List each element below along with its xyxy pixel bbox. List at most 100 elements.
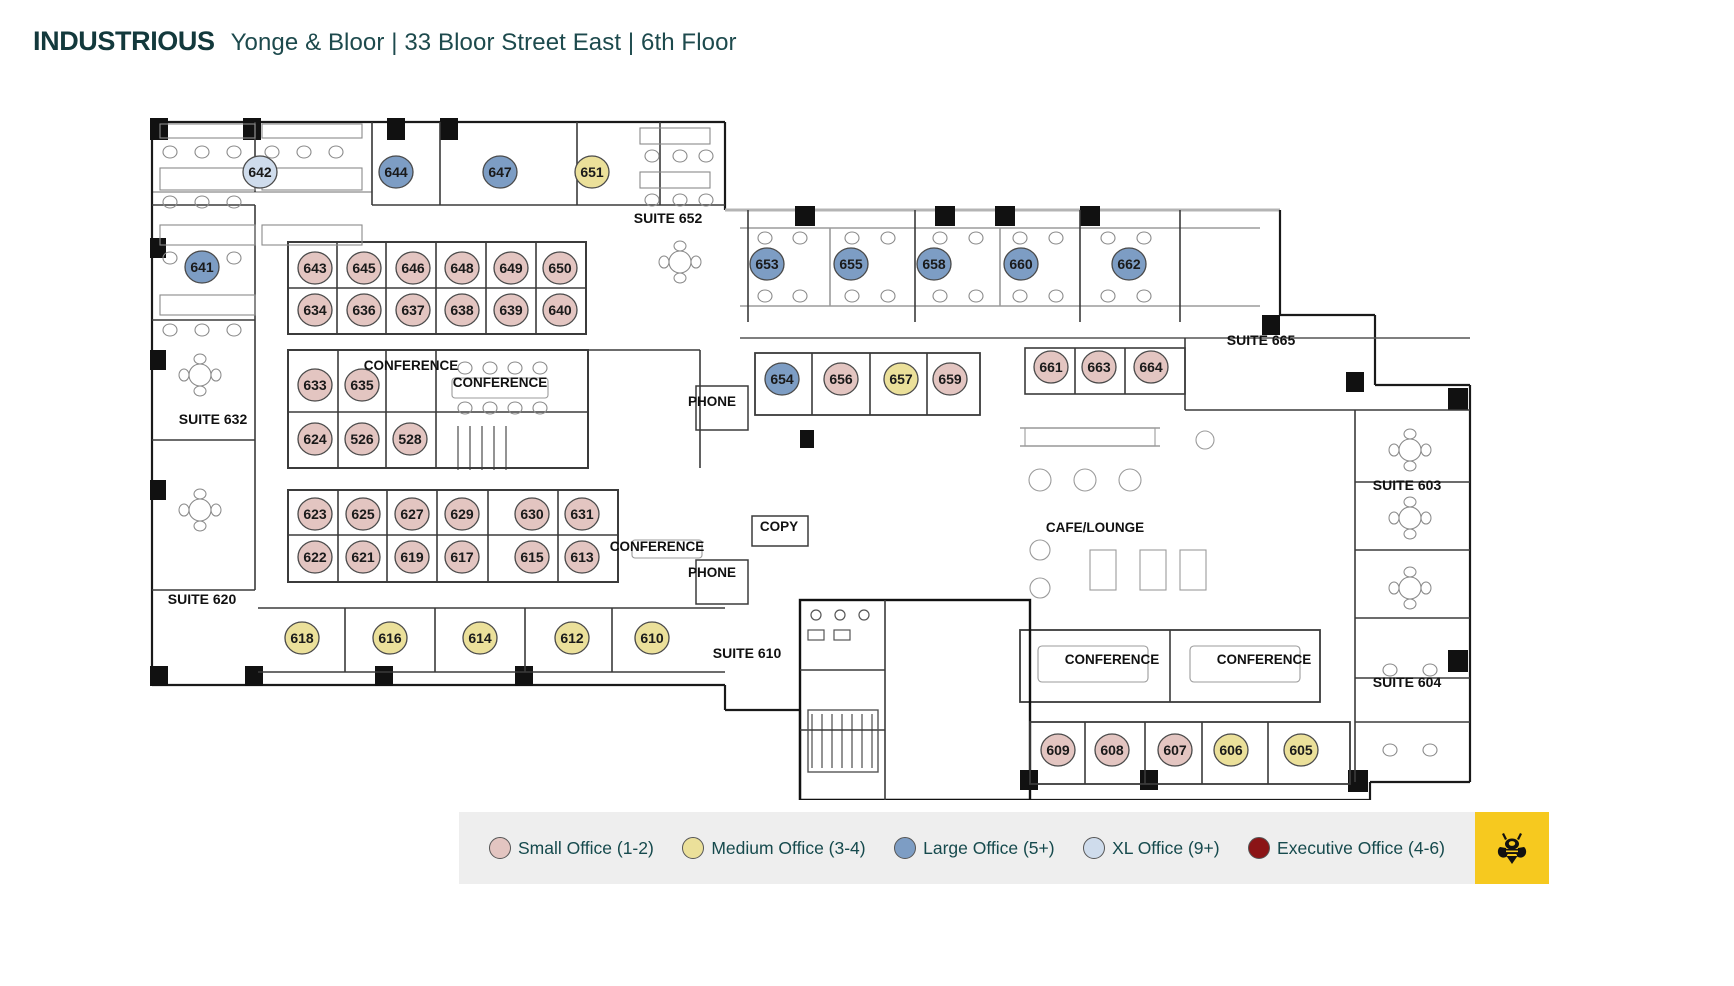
office-circle[interactable]	[346, 251, 382, 285]
office-circle[interactable]	[1133, 350, 1169, 384]
office-circle[interactable]	[764, 362, 800, 396]
office-marker-619[interactable]: 619	[394, 540, 430, 574]
office-marker-616[interactable]: 616	[372, 621, 408, 655]
office-circle[interactable]	[372, 621, 408, 655]
office-circle[interactable]	[1003, 247, 1039, 281]
office-marker-615[interactable]: 615	[514, 540, 550, 574]
office-circle[interactable]	[395, 251, 431, 285]
office-marker-647[interactable]: 647	[482, 155, 518, 189]
office-marker-660[interactable]: 660	[1003, 247, 1039, 281]
office-marker-636[interactable]: 636	[346, 293, 382, 327]
office-circle[interactable]	[932, 362, 968, 396]
office-circle[interactable]	[493, 293, 529, 327]
office-circle[interactable]	[574, 155, 610, 189]
office-marker-608[interactable]: 608	[1094, 733, 1130, 767]
office-circle[interactable]	[833, 247, 869, 281]
office-circle[interactable]	[345, 540, 381, 574]
office-circle[interactable]	[1081, 350, 1117, 384]
office-marker-624[interactable]: 624	[297, 422, 333, 456]
office-marker-528[interactable]: 528	[392, 422, 428, 456]
office-marker-629[interactable]: 629	[444, 497, 480, 531]
office-marker-606[interactable]: 606	[1213, 733, 1249, 767]
office-circle[interactable]	[444, 251, 480, 285]
office-marker-649[interactable]: 649	[493, 251, 529, 285]
legend-item-large[interactable]: Large Office (5+)	[894, 837, 1055, 859]
office-circle[interactable]	[346, 293, 382, 327]
office-circle[interactable]	[444, 540, 480, 574]
office-marker-643[interactable]: 643	[297, 251, 333, 285]
office-circle[interactable]	[564, 540, 600, 574]
office-circle[interactable]	[514, 540, 550, 574]
legend-item-small[interactable]: Small Office (1-2)	[489, 837, 654, 859]
office-marker-613[interactable]: 613	[564, 540, 600, 574]
office-marker-526[interactable]: 526	[344, 422, 380, 456]
office-circle[interactable]	[542, 251, 578, 285]
office-circle[interactable]	[394, 497, 430, 531]
office-circle[interactable]	[823, 362, 859, 396]
office-marker-664[interactable]: 664	[1133, 350, 1169, 384]
office-marker-631[interactable]: 631	[564, 497, 600, 531]
office-marker-633[interactable]: 633	[297, 368, 333, 402]
office-marker-609[interactable]: 609	[1040, 733, 1076, 767]
office-marker-610[interactable]: 610	[634, 621, 670, 655]
office-circle[interactable]	[444, 293, 480, 327]
office-circle[interactable]	[297, 251, 333, 285]
office-marker-623[interactable]: 623	[297, 497, 333, 531]
office-marker-614[interactable]: 614	[462, 621, 498, 655]
office-marker-651[interactable]: 651	[574, 155, 610, 189]
office-marker-637[interactable]: 637	[395, 293, 431, 327]
office-circle[interactable]	[493, 251, 529, 285]
office-circle[interactable]	[345, 497, 381, 531]
office-marker-657[interactable]: 657	[883, 362, 919, 396]
office-marker-662[interactable]: 662	[1111, 247, 1147, 281]
office-circle[interactable]	[392, 422, 428, 456]
office-circle[interactable]	[284, 621, 320, 655]
office-marker-642[interactable]: 642	[242, 155, 278, 189]
office-circle[interactable]	[378, 155, 414, 189]
office-marker-627[interactable]: 627	[394, 497, 430, 531]
office-marker-612[interactable]: 612	[554, 621, 590, 655]
office-marker-635[interactable]: 635	[344, 368, 380, 402]
office-marker-640[interactable]: 640	[542, 293, 578, 327]
office-circle[interactable]	[394, 540, 430, 574]
office-marker-655[interactable]: 655	[833, 247, 869, 281]
office-circle[interactable]	[883, 362, 919, 396]
office-circle[interactable]	[395, 293, 431, 327]
office-circle[interactable]	[564, 497, 600, 531]
office-circle[interactable]	[1213, 733, 1249, 767]
office-circle[interactable]	[297, 293, 333, 327]
office-marker-663[interactable]: 663	[1081, 350, 1117, 384]
office-circle[interactable]	[514, 497, 550, 531]
office-circle[interactable]	[344, 422, 380, 456]
office-marker-644[interactable]: 644	[378, 155, 414, 189]
office-marker-638[interactable]: 638	[444, 293, 480, 327]
office-marker-653[interactable]: 653	[749, 247, 785, 281]
office-marker-634[interactable]: 634	[297, 293, 333, 327]
office-marker-646[interactable]: 646	[395, 251, 431, 285]
office-marker-630[interactable]: 630	[514, 497, 550, 531]
office-circle[interactable]	[297, 540, 333, 574]
office-marker-617[interactable]: 617	[444, 540, 480, 574]
office-marker-641[interactable]: 641	[184, 250, 220, 284]
office-marker-659[interactable]: 659	[932, 362, 968, 396]
office-circle[interactable]	[482, 155, 518, 189]
office-circle[interactable]	[297, 422, 333, 456]
legend-item-xl[interactable]: XL Office (9+)	[1083, 837, 1220, 859]
office-circle[interactable]	[1094, 733, 1130, 767]
office-marker-650[interactable]: 650	[542, 251, 578, 285]
office-marker-658[interactable]: 658	[916, 247, 952, 281]
office-marker-645[interactable]: 645	[346, 251, 382, 285]
legend-item-medium[interactable]: Medium Office (3-4)	[682, 837, 866, 859]
office-circle[interactable]	[242, 155, 278, 189]
office-circle[interactable]	[1283, 733, 1319, 767]
office-circle[interactable]	[916, 247, 952, 281]
office-circle[interactable]	[344, 368, 380, 402]
office-marker-654[interactable]: 654	[764, 362, 800, 396]
office-circle[interactable]	[634, 621, 670, 655]
office-circle[interactable]	[462, 621, 498, 655]
office-circle[interactable]	[542, 293, 578, 327]
office-marker-648[interactable]: 648	[444, 251, 480, 285]
office-circle[interactable]	[749, 247, 785, 281]
office-circle[interactable]	[297, 497, 333, 531]
office-circle[interactable]	[297, 368, 333, 402]
